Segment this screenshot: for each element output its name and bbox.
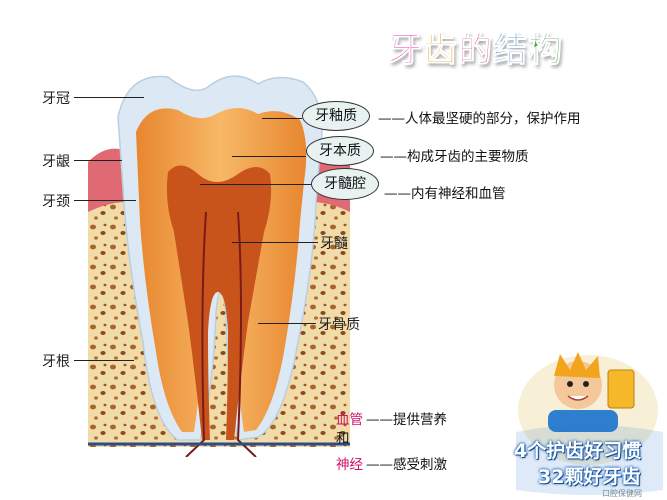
label-root: 牙根 xyxy=(42,354,70,370)
leader-crown xyxy=(74,97,144,98)
pulp-cavity xyxy=(166,165,272,440)
nerve-line-right xyxy=(236,211,257,457)
cartoon-shirt-icon xyxy=(548,410,618,432)
badge-line-1: 4个护齿好习惯 xyxy=(514,440,642,462)
badge-line-2: 32颗好牙齿 xyxy=(538,466,641,488)
tooth-diagram xyxy=(88,75,350,457)
watermark-text: 口腔保健网 xyxy=(602,489,642,498)
oval-pulp-cavity: 牙髓腔 xyxy=(311,168,379,200)
leader-dentin xyxy=(232,156,306,157)
gum-left xyxy=(88,148,128,212)
cartoon-badge xyxy=(516,352,663,495)
leader-enamel xyxy=(262,118,302,119)
desc-dentin: ——构成牙齿的主要物质 xyxy=(380,149,529,165)
nerve-line-left xyxy=(185,211,207,457)
page-title: 牙齿的结构 xyxy=(388,22,563,71)
label-cementum: 牙骨质 xyxy=(318,317,360,333)
title-char: 的 xyxy=(458,30,493,71)
cartoon-hair-icon xyxy=(554,352,600,378)
label-gum: 牙龈 xyxy=(42,154,70,170)
label-crown: 牙冠 xyxy=(42,91,70,107)
desc-enamel: ——人体最坚硬的部分，保护作用 xyxy=(378,111,581,127)
desc-nerve: ——感受刺激 xyxy=(366,457,447,473)
leader-gum xyxy=(74,160,122,161)
desc-blood-vessel: ——提供营养 xyxy=(366,412,447,428)
leader-root xyxy=(74,360,134,361)
label-pulp: 牙髓 xyxy=(320,236,348,252)
label-and: 和 xyxy=(336,431,350,447)
desc-pulp-cavity: ——内有神经和血管 xyxy=(384,186,506,202)
title-char: 齿 xyxy=(423,30,458,71)
title-char: 牙 xyxy=(388,30,423,71)
label-blood-vessel: 血管 xyxy=(336,412,363,428)
oval-enamel: 牙釉质 xyxy=(302,101,370,131)
cup-icon xyxy=(607,369,635,409)
title-char: 结 xyxy=(493,30,528,71)
leader-neck xyxy=(74,200,136,201)
label-neck: 牙颈 xyxy=(42,194,70,210)
oval-dentin: 牙本质 xyxy=(306,136,374,166)
leader-pulp xyxy=(232,242,318,243)
leader-pulp-cavity xyxy=(200,184,311,185)
leader-cementum xyxy=(258,323,316,324)
title-char: 构 xyxy=(528,30,563,71)
label-nerve: 神经 xyxy=(336,457,363,473)
